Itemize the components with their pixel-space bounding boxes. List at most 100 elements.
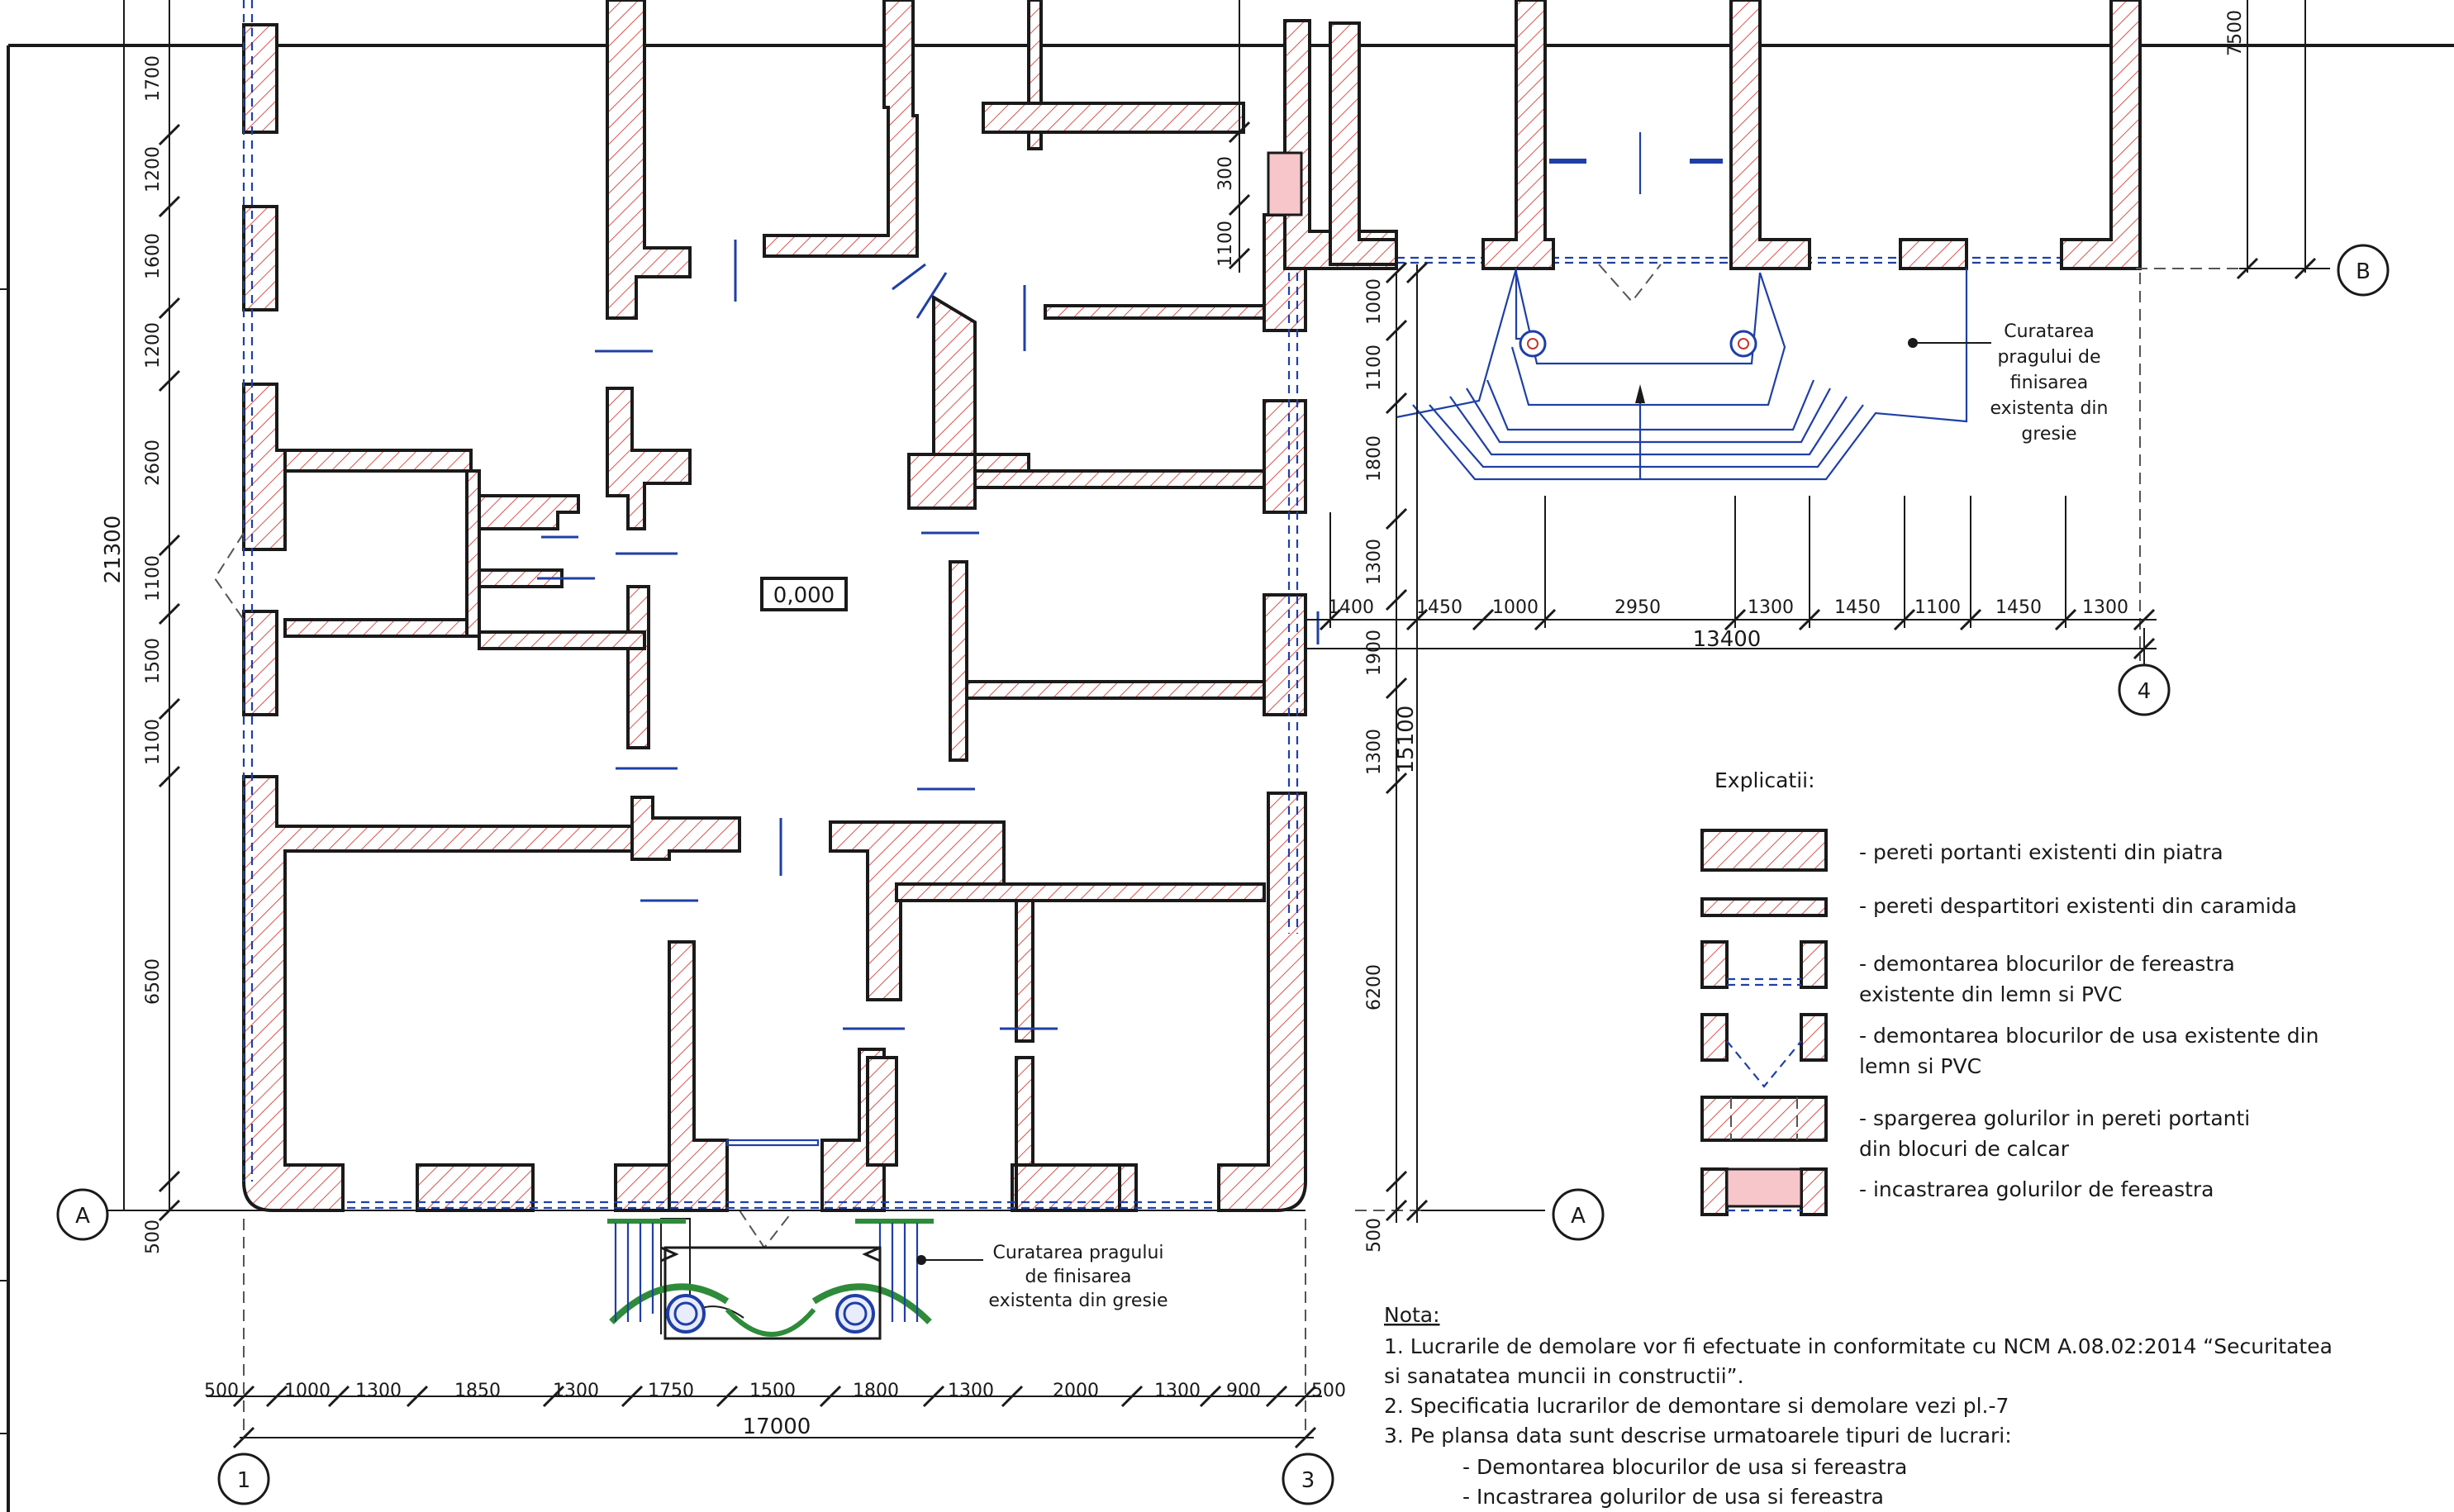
dim-bottom-4: 1850: [454, 1381, 501, 1401]
callout-bottom-line-3: existenta din gresie: [988, 1291, 1168, 1311]
axis-a-right: A: [1571, 1204, 1586, 1229]
top-right-dimension: 7500 B: [2225, 0, 2390, 297]
dim-right-3: 1000: [1492, 597, 1539, 618]
dim-left-4: 1200: [143, 322, 164, 368]
legend-item-1: - pereti portanti existenti din piatra: [1859, 840, 2223, 864]
dim-bottom-5: 1300: [553, 1381, 599, 1401]
front-entrance-porch: [607, 1218, 983, 1340]
axis-a-right-bubble: [1552, 1188, 1605, 1241]
axis-1: 1: [237, 1468, 251, 1493]
legend-item-2: - pereti despartitori existenti din cara…: [1859, 894, 2297, 918]
dim-bottom-2: 1000: [284, 1381, 331, 1401]
dim-bottom-10: 2000: [1053, 1381, 1099, 1401]
dim-right-7: 1100: [1914, 597, 1961, 618]
dim-mid-5: 1900: [1364, 630, 1385, 676]
dim-bottom-7: 1500: [749, 1381, 796, 1401]
middle-dimension-chain: 300 1100 1000 1100 1800 1300 1900 1300 6…: [1215, 0, 1605, 1253]
bottom-dimension-chain: 500 1000 1300 1850 1300 1750 1500 1800 1…: [204, 1381, 1346, 1505]
legend-item-4: - demontarea blocurilor de usa existente…: [1859, 1024, 2318, 1048]
dim-left-total: 21300: [101, 516, 126, 584]
dim-bottom-1: 500: [204, 1381, 239, 1401]
axis-1-bubble: [217, 1453, 270, 1505]
note-line-3: 2. Specificatia lucrarilor de demontare …: [1384, 1394, 2009, 1418]
dim-mid-total: 15100: [1394, 706, 1419, 774]
dim-mid-top-2: 1100: [1215, 221, 1236, 267]
dim-mid-7: 6200: [1364, 964, 1385, 1010]
floor-level-mark: 0,000: [773, 583, 835, 608]
dim-left-1: 1700: [143, 55, 164, 102]
dim-mid-8: 500: [1364, 1218, 1385, 1253]
callout-right: Curatarea pragului de finisarea existent…: [1990, 321, 2109, 445]
dim-right-8: 1450: [1995, 597, 2042, 618]
dim-mid-2: 1100: [1364, 345, 1385, 391]
note-line-5: - Demontarea blocurilor de usa si fereas…: [1462, 1455, 1907, 1479]
legend-swatch-stone-walls: [1700, 829, 1828, 872]
legend-item-5: - spargerea golurilor in pereti portanti: [1859, 1106, 2250, 1130]
legend-swatch-window-infill: [1700, 1167, 1828, 1216]
dim-bottom-6: 1750: [648, 1381, 694, 1401]
axis-a-left-bubble: [56, 1188, 109, 1241]
callout-bottom-line-2: de finisarea: [1025, 1267, 1132, 1287]
dim-right-5: 1300: [1748, 597, 1794, 618]
door-leaves: [537, 151, 1320, 1147]
callout-right-line-2: pragului de: [1997, 347, 2100, 368]
dim-top-right: 7500: [2225, 10, 2246, 56]
window-openings: [213, 0, 2132, 1249]
axis-3: 3: [1301, 1468, 1315, 1493]
dim-bottom-12: 900: [1226, 1381, 1261, 1401]
dim-right-1: 1400: [1328, 597, 1374, 618]
legend-item-5b: din blocuri de calcar: [1859, 1137, 2070, 1161]
callout-right-line-5: gresie: [2021, 424, 2076, 445]
dim-mid-3: 1800: [1364, 435, 1385, 482]
dim-right-4: 2950: [1615, 597, 1661, 618]
dim-left-6: 1100: [143, 555, 164, 601]
dim-right-total: 13400: [1693, 627, 1762, 652]
callout-bottom-line-1: Curatarea pragului: [992, 1243, 1163, 1263]
legend-item-3b: existente din lemn si PVC: [1859, 982, 2123, 1006]
dim-left-10: 500: [143, 1220, 164, 1254]
notes: Nota: 1. Lucrarile de demolare vor fi ef…: [1384, 1303, 2333, 1509]
axis-b-bubble: [2337, 244, 2390, 297]
callout-right-line-3: finisarea: [2010, 373, 2088, 393]
dim-left-8: 1100: [143, 719, 164, 765]
dim-left-7: 1500: [143, 638, 164, 684]
floor-level-box: [760, 577, 848, 611]
dim-bottom-13: 500: [1311, 1381, 1346, 1401]
legend: Explicatii: - pereti portanti existenti …: [1700, 768, 2318, 1216]
legend-item-6: - incastrarea golurilor de fereastra: [1859, 1177, 2214, 1201]
axis-b: B: [2356, 259, 2371, 284]
legend-swatch-window-removal: [1700, 940, 1828, 989]
dim-bottom-3: 1300: [355, 1381, 402, 1401]
note-line-2: si sanatatea muncii in constructii”.: [1384, 1364, 1744, 1388]
callout-bottom: Curatarea pragului de finisarea existent…: [988, 1243, 1168, 1311]
dim-bottom-11: 1300: [1154, 1381, 1201, 1401]
dim-left-5: 2600: [143, 440, 164, 486]
legend-swatch-brick-walls: [1700, 897, 1828, 917]
legend-swatch-opening-cut: [1700, 1096, 1828, 1142]
sheet-frame: [0, 44, 2454, 1512]
note-line-6: - Incastrarea golurilor de usa si fereas…: [1462, 1485, 1884, 1509]
note-line-4: 3. Pe plansa data sunt descrise urmatoar…: [1384, 1424, 2012, 1448]
left-dimension-chain: 1700 1200 1600 1200 2600 1100 1500 1100 …: [56, 0, 181, 1254]
legend-swatch-door-removal: [1700, 1013, 1828, 1088]
right-entrance-steps: [1396, 268, 1991, 481]
dim-left-2: 1200: [143, 146, 164, 193]
legend-item-4b: lemn si PVC: [1859, 1054, 1981, 1078]
axis-lines: [83, 268, 2330, 1438]
dim-right-9: 1300: [2082, 597, 2128, 618]
notes-title: Nota:: [1384, 1303, 1440, 1327]
dim-bottom-8: 1800: [853, 1381, 899, 1401]
callout-right-line-1: Curatarea: [2004, 321, 2095, 342]
axis-3-bubble: [1282, 1453, 1334, 1505]
axis-4-bubble: [2118, 663, 2171, 716]
callout-right-line-4: existenta din: [1990, 398, 2109, 419]
dim-mid-6: 1300: [1364, 729, 1385, 775]
legend-title: Explicatii:: [1714, 768, 1815, 792]
dim-bottom-9: 1300: [948, 1381, 994, 1401]
dim-mid-4: 1300: [1364, 539, 1385, 585]
note-line-1: 1. Lucrarile de demolare vor fi efectuat…: [1384, 1334, 2333, 1358]
dim-bottom-total: 17000: [743, 1415, 811, 1439]
dim-mid-top-1: 300: [1215, 156, 1236, 191]
axis-a-left: A: [75, 1204, 90, 1229]
